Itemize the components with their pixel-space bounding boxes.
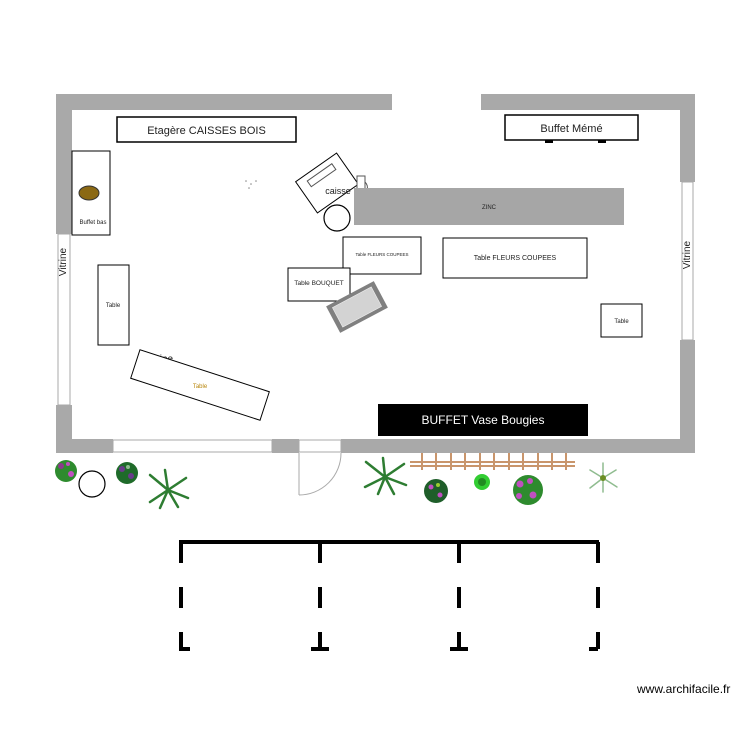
plant-icon xyxy=(55,460,77,482)
buffet-meme-box xyxy=(504,114,639,141)
circle-planter-icon xyxy=(78,470,106,498)
door-swing-icon xyxy=(298,439,342,496)
zinc-counter xyxy=(354,188,624,225)
caisse-label: caisse xyxy=(325,186,351,196)
table-fleurs-small xyxy=(342,236,422,275)
table-angled-label: Table xyxy=(193,384,208,390)
buffet-meme-label: Buffet Mémé xyxy=(540,123,602,135)
plant-icon xyxy=(363,456,408,496)
decor-dots xyxy=(245,180,257,189)
table-fleurs-large-label: Table FLEURS COUPEES xyxy=(474,255,557,262)
buffet-bas-vase xyxy=(78,185,100,201)
window-left xyxy=(57,233,71,406)
plant-icon xyxy=(424,479,448,503)
table-bouquet xyxy=(287,267,351,302)
tray-icon xyxy=(326,281,388,333)
wall-top-right xyxy=(481,94,695,110)
plant-icon xyxy=(513,475,543,505)
windows xyxy=(57,181,694,453)
caisse xyxy=(294,152,360,214)
table-fleurs-large xyxy=(442,237,588,279)
watermark: www.archifacile.fr xyxy=(637,682,731,696)
fence xyxy=(410,453,575,470)
table-right xyxy=(600,303,643,338)
table-left xyxy=(97,264,130,346)
window-bottom xyxy=(112,439,273,453)
wall-left-upper xyxy=(56,94,72,234)
etagere-box xyxy=(116,116,297,143)
table-angled xyxy=(130,349,270,421)
zinc-label: ZINC xyxy=(482,205,497,211)
buffet-bas-label: Buffet bas xyxy=(80,220,107,226)
buffet-meme-foot xyxy=(545,140,553,143)
plant-icon xyxy=(148,468,190,510)
window-right xyxy=(681,181,694,341)
buffet-vase-label: BUFFET Vase Bougies xyxy=(422,413,545,427)
wall-bottom-mid xyxy=(272,439,299,453)
stool-icon xyxy=(323,204,351,232)
vitrine-right-label: Vitrine xyxy=(682,240,693,269)
plant-icon xyxy=(474,474,490,490)
plant-icon xyxy=(589,462,618,493)
walls xyxy=(56,94,695,453)
buffet-vase-box xyxy=(378,404,588,436)
pergola-structure xyxy=(179,540,600,651)
wall-right-lower xyxy=(680,340,695,453)
table-fleurs-small-label: Table FLEURS COUPEES xyxy=(355,252,408,257)
vitrine-left-label: Vitrine xyxy=(58,247,69,276)
table-right-label: Table xyxy=(614,319,629,325)
wall-bottom-right xyxy=(341,439,695,453)
wall-right-upper xyxy=(680,94,695,182)
table-bouquet-label: Table BOUQUET xyxy=(294,280,344,287)
wall-top-left xyxy=(56,94,392,110)
plant-icon xyxy=(116,462,138,484)
etagere-label: Etagère CAISSES BOIS xyxy=(147,125,266,137)
wall-bottom-left xyxy=(56,439,113,453)
buffet-meme-foot xyxy=(598,140,606,143)
table-left-label: Table xyxy=(106,303,121,309)
